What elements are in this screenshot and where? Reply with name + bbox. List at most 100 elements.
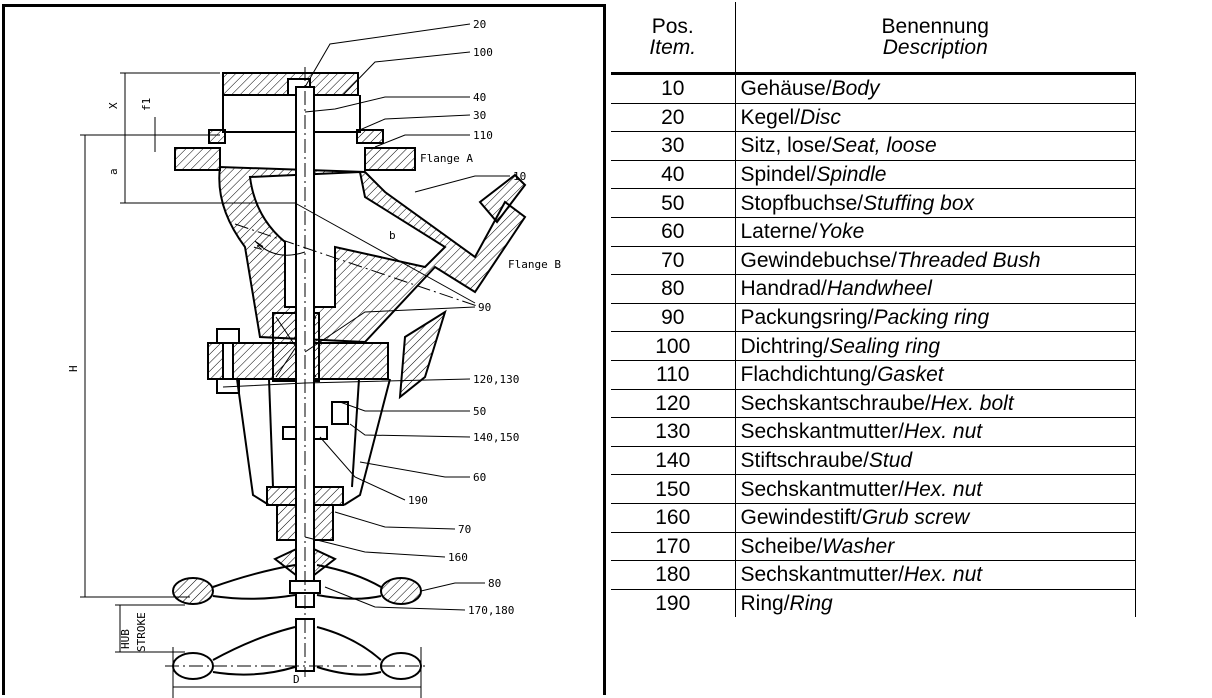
- flange-a: [174, 129, 416, 171]
- description-english: Yoke: [817, 220, 865, 244]
- description-english: Spindle: [816, 163, 887, 187]
- item-description: Gewindebuchse/Threaded Bush: [735, 246, 1136, 276]
- item-description: Laterne/Yoke: [735, 217, 1136, 247]
- table-header-row: Pos. Item. Benennung Description: [611, 2, 1135, 74]
- item-description: Stopfbuchse/Stuffing box: [735, 188, 1136, 218]
- description-english: Stuffing box: [863, 191, 974, 215]
- description-german: Stopfbuchse/: [740, 191, 864, 215]
- description-german: Gehäuse/: [740, 77, 832, 101]
- item-description: Sechskantmutter/Hex. nut: [735, 417, 1136, 447]
- dim-x-label: X: [107, 102, 120, 109]
- callout-90: 90: [478, 301, 491, 314]
- yoke: [236, 378, 391, 506]
- item-description: Scheibe/Washer: [735, 532, 1136, 562]
- header-pos-de: Pos.: [651, 15, 694, 38]
- description-german: Laterne/: [740, 220, 818, 244]
- item-number: 160: [611, 503, 736, 533]
- flange-a-label: Flange A: [420, 152, 473, 165]
- header-desc-en: Description: [882, 36, 988, 59]
- description-english: Hex. nut: [903, 563, 983, 587]
- description-german: Flachdichtung/: [740, 363, 878, 387]
- item-description: Sechskantmutter/Hex. nut: [735, 474, 1136, 504]
- item-description: Gewindestift/Grub screw: [735, 503, 1136, 533]
- callout-190: 190: [408, 494, 428, 507]
- item-number: 100: [611, 331, 736, 361]
- dim-w-label: W: [252, 240, 267, 252]
- item-description: Handrad/Handwheel: [735, 274, 1136, 304]
- dimension-lines: [80, 72, 476, 698]
- item-description: Spindel/Spindle: [735, 160, 1136, 190]
- item-description: Flachdichtung/Gasket: [735, 360, 1136, 390]
- item-number: 180: [611, 560, 736, 590]
- item-number: 110: [611, 360, 736, 390]
- description-english: Hex. nut: [903, 420, 983, 444]
- flange-b-label: Flange B: [508, 258, 561, 271]
- description-english: Packing ring: [873, 306, 990, 330]
- callout-80: 80: [488, 577, 501, 590]
- description-english: Body: [831, 77, 880, 101]
- description-english: Grub screw: [861, 506, 970, 530]
- description-english: Washer: [822, 534, 895, 558]
- item-number: 20: [611, 103, 736, 133]
- description-english: Gasket: [877, 363, 944, 387]
- description-english: Hex. nut: [903, 477, 983, 501]
- callout-70: 70: [458, 523, 471, 536]
- callout-60: 60: [473, 471, 486, 484]
- header-description: Benennung Description: [735, 2, 1135, 74]
- description-german: Packungsring/: [740, 306, 874, 330]
- callout-140-150: 140,150: [473, 431, 519, 444]
- description-english: Disc: [800, 105, 841, 129]
- header-pos-en: Item.: [649, 36, 697, 59]
- callout-170-180: 170,180: [468, 604, 514, 617]
- item-description: Ring/Ring: [735, 589, 1136, 618]
- item-number: 30: [611, 131, 736, 161]
- dim-stroke-label: STROKE: [135, 612, 148, 652]
- callout-50: 50: [473, 405, 486, 418]
- callout-120-130: 120,130: [473, 373, 519, 386]
- item-number: 50: [611, 188, 736, 218]
- description-german: Kegel/: [740, 105, 801, 129]
- description-german: Gewindestift/: [740, 506, 862, 530]
- bonnet-cap: [222, 72, 361, 133]
- description-german: Sitz, lose/: [740, 134, 832, 158]
- leader-lines: [222, 23, 510, 611]
- dim-b-label: b: [389, 229, 396, 242]
- dim-a-label: a: [107, 168, 120, 175]
- description-english: Seat, loose: [831, 134, 937, 158]
- dim-hub-label: HUB: [119, 629, 132, 649]
- description-german: Spindel/: [740, 163, 817, 187]
- description-german: Handrad/: [740, 277, 827, 301]
- valve-drawing-panel: 20 100 40 30 110 10 90 120,130 50 140,15…: [2, 4, 606, 698]
- item-description: Packungsring/Packing ring: [735, 303, 1136, 333]
- callout-30: 30: [473, 109, 486, 122]
- description-german: Scheibe/: [740, 534, 823, 558]
- dim-d-label: D: [293, 673, 300, 686]
- center-lines: [165, 67, 481, 677]
- item-number: 70: [611, 246, 736, 276]
- callout-40: 40: [473, 91, 486, 104]
- description-german: Gewindebuchse/: [740, 248, 897, 272]
- item-number: 170: [611, 532, 736, 562]
- description-english: Handwheel: [826, 277, 932, 301]
- item-number: 140: [611, 446, 736, 476]
- callout-110: 110: [473, 129, 493, 142]
- drawing-labels: 20 100 40 30 110 10 90 120,130 50 140,15…: [67, 18, 561, 686]
- item-description: Sitz, lose/Seat, loose: [735, 131, 1136, 161]
- description-english: Hex. bolt: [930, 391, 1014, 415]
- header-pos: Pos. Item.: [611, 2, 736, 74]
